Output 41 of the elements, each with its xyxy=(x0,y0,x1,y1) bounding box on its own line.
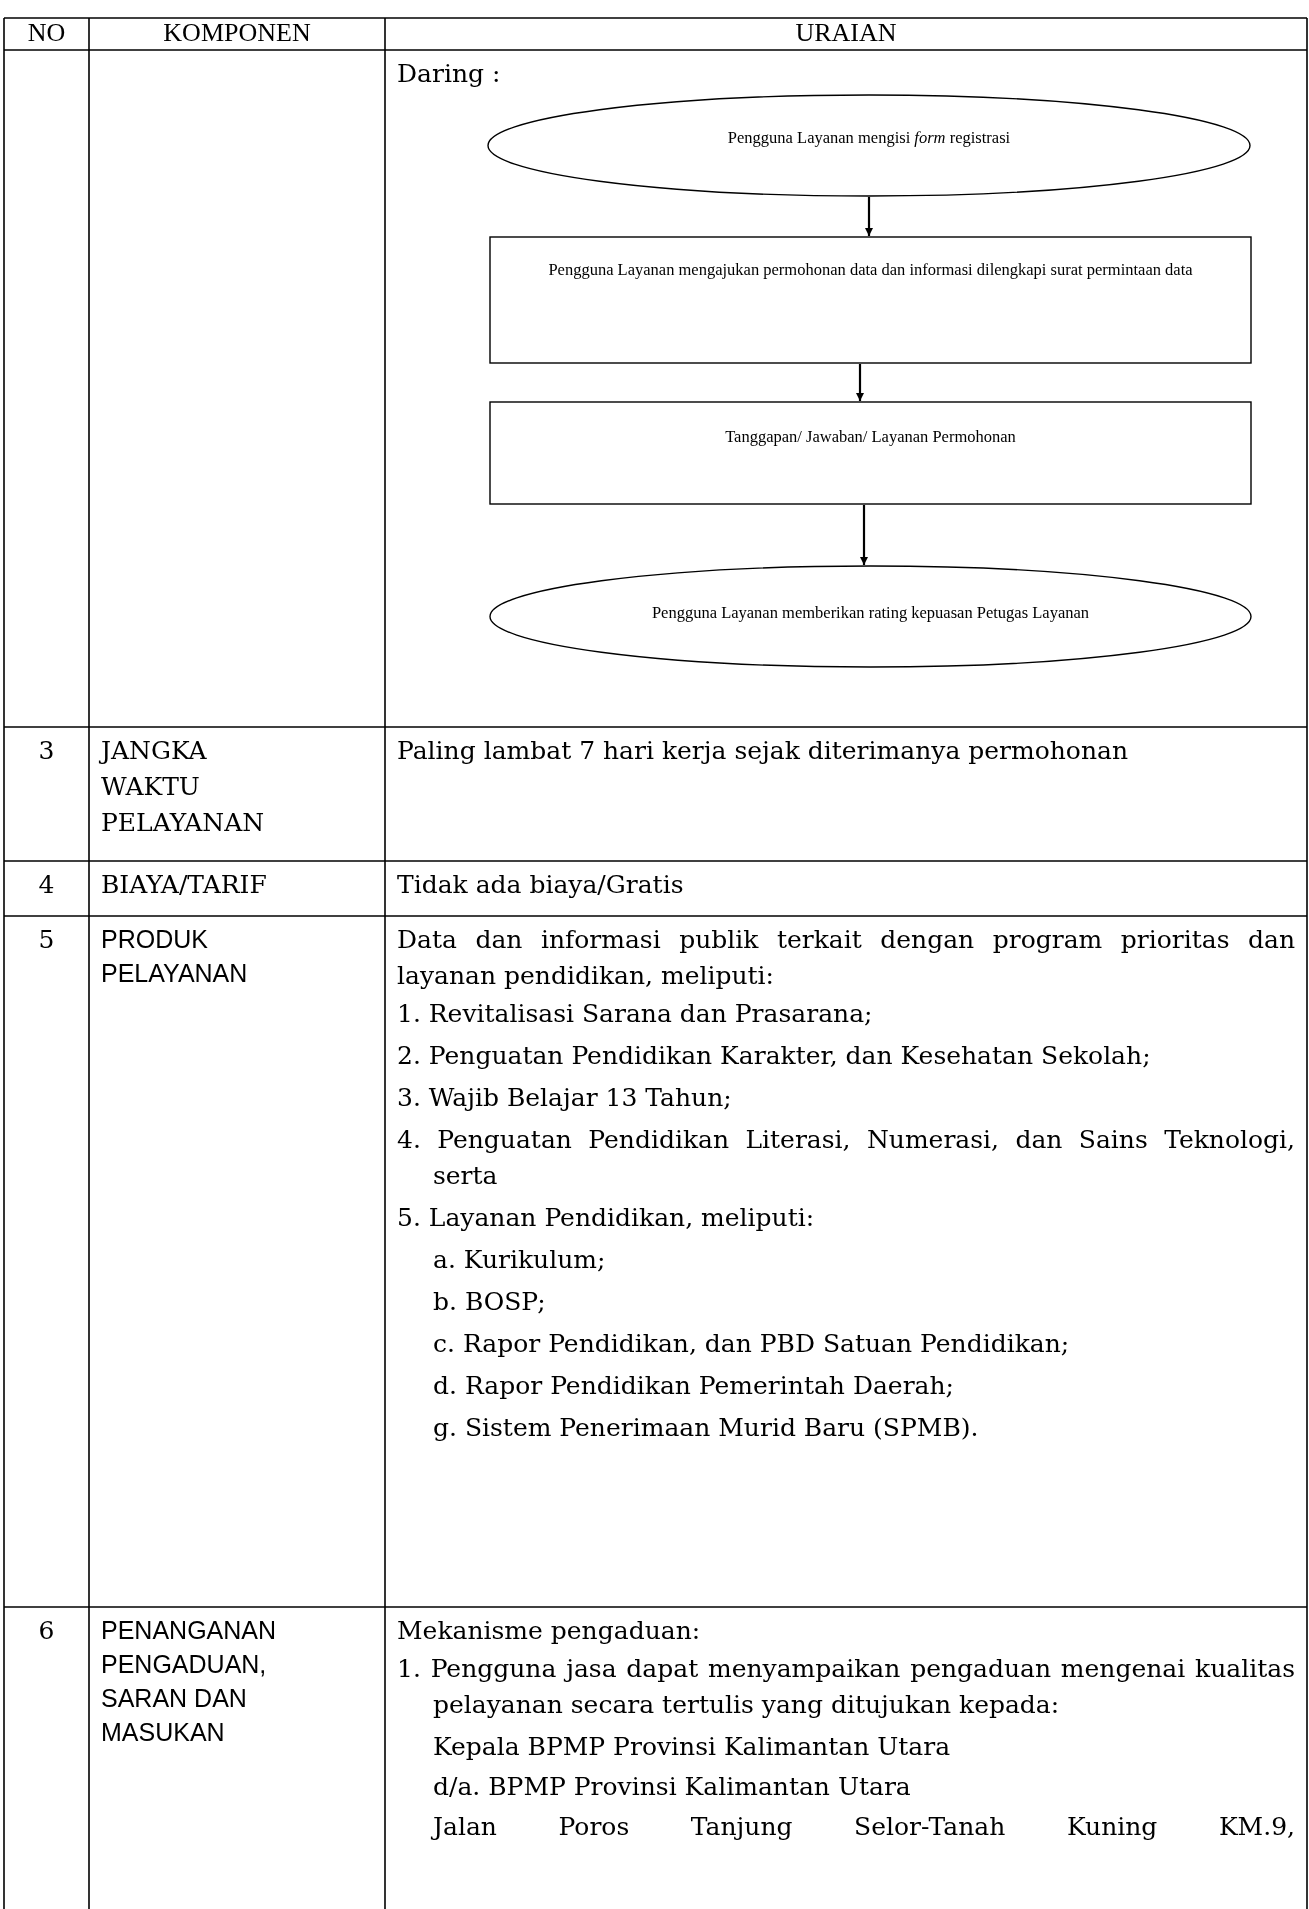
process-box xyxy=(489,401,1252,505)
column-header: NO xyxy=(26,18,67,48)
column-header: URAIAN xyxy=(794,18,898,48)
component-name: PRODUK PELAYANAN xyxy=(101,924,249,989)
process-box xyxy=(489,236,1252,364)
list-item: a. Kurikulum; xyxy=(433,1244,607,1276)
list-item: 2. Penguatan Pendidikan Karakter, dan Kesehatan Sekolah; xyxy=(397,1040,1152,1072)
node-text: Pengguna Layanan mengisi form registrasi xyxy=(726,128,1012,147)
row-number: 6 xyxy=(37,1615,56,1647)
node-text: Pengguna Layanan mengajukan permohonan data dan informasi dilengkapi surat permintaan data xyxy=(547,260,1194,279)
list-item: c. Rapor Pendidikan, dan PBD Satuan Pendidikan; xyxy=(433,1328,1071,1360)
terminator-ellipse xyxy=(487,94,1251,197)
description-text: Paling lambat 7 hari kerja sejak diterimanya permohonan xyxy=(397,735,1130,767)
row-number: 4 xyxy=(37,869,56,901)
address-line: Jalan Poros Tanjung Selor-Tanah Kuning KM.9, xyxy=(433,1811,1295,1843)
list-item: 3. Wajib Belajar 13 Tahun; xyxy=(397,1082,733,1114)
column-header: KOMPONEN xyxy=(162,18,312,48)
component-name: PENANGANAN PENGADUAN, SARAN DAN MASUKAN xyxy=(101,1615,278,1748)
description-text: Mekanisme pengaduan: xyxy=(397,1615,702,1647)
list-item: d. Rapor Pendidikan Pemerintah Daerah; xyxy=(433,1370,955,1402)
component-name: BIAYA/TARIF xyxy=(101,869,268,901)
description-text: Data dan informasi publik terkait dengan program prioritas dan layanan pendidikan, meliputi: xyxy=(397,924,1295,992)
node-text: Pengguna Layanan memberikan rating kepuasan Petugas Layanan xyxy=(650,603,1091,622)
list-item: 5. Layanan Pendidikan, meliputi: xyxy=(397,1202,816,1234)
address-line: d/a. BPMP Provinsi Kalimantan Utara xyxy=(433,1771,912,1803)
arrow xyxy=(860,505,868,565)
row-number: 3 xyxy=(37,735,56,767)
arrow xyxy=(865,197,873,236)
list-item: 4. Penguatan Pendidikan Literasi, Numerasi, dan Sains Teknologi, serta xyxy=(397,1124,1295,1192)
component-name: JANGKA WAKTU PELAYANAN xyxy=(101,735,266,839)
terminator-ellipse xyxy=(489,565,1252,668)
list-item: b. BOSP; xyxy=(433,1286,547,1318)
list-item: 1. Pengguna jasa dapat menyampaikan pengaduan mengenai kualitas pelayanan secara tertulis yang ditujukan kepada: xyxy=(397,1653,1295,1721)
arrow xyxy=(856,364,864,401)
description-text: Tidak ada biaya/Gratis xyxy=(397,869,685,901)
node-text: Tanggapan/ Jawaban/ Layanan Permohonan xyxy=(724,427,1017,446)
address-line: Kepala BPMP Provinsi Kalimantan Utara xyxy=(433,1731,952,1763)
list-item: 1. Revitalisasi Sarana dan Prasarana; xyxy=(397,998,874,1030)
section-label: Daring : xyxy=(397,58,502,90)
row-number: 5 xyxy=(37,924,56,956)
list-item: g. Sistem Penerimaan Murid Baru (SPMB). xyxy=(433,1412,980,1444)
